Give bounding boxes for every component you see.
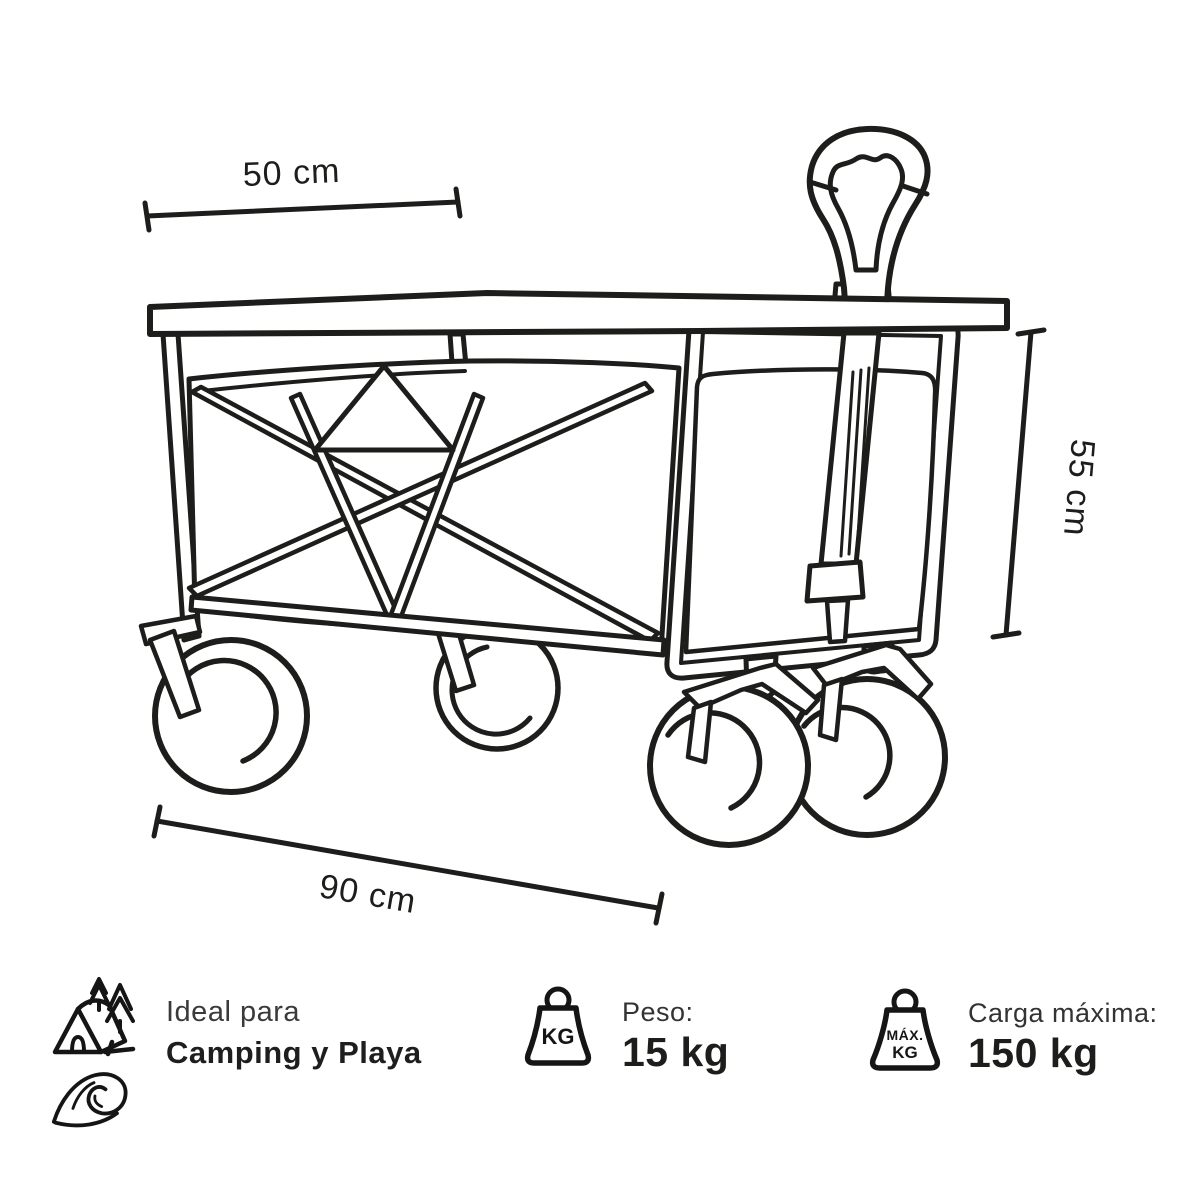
feature-max-load: MÁX. KG Carga máxima: 150 kg: [858, 988, 1158, 1078]
handle-grip-edge-right: [900, 183, 930, 197]
handle-column: [804, 330, 882, 645]
dimension-width-label: 50 cm: [242, 152, 341, 194]
dimension-width-tick-left: [142, 200, 152, 233]
dimension-height-tick-bottom: [990, 630, 1022, 640]
feature-weight: KG Peso: 15 kg: [512, 985, 729, 1073]
weight-text: Peso: 15 kg: [622, 999, 729, 1073]
weight-kg-icon: KG: [524, 986, 592, 1066]
x-strut-bl-tr: [186, 380, 655, 599]
wagon: [138, 125, 1010, 848]
front-left-caster-fork: [681, 661, 821, 716]
side-panel-rim-line: [191, 369, 467, 394]
column-detail-line-2: [847, 368, 863, 556]
rear-left-wheel-tire: [152, 637, 310, 795]
camping-tent-icon: [52, 977, 136, 1057]
rear-left-wheel-hub-arc: [177, 657, 279, 764]
handle-inner-cutout: [827, 153, 906, 273]
max-load-label: Carga máxima:: [968, 998, 1158, 1028]
usage-intro: Ideal para: [166, 996, 300, 1028]
usage-text: Ideal para Camping y Playa: [166, 996, 422, 1070]
max-load-value: 150 kg: [968, 1030, 1099, 1076]
dimension-length: 90 cm: [151, 804, 665, 926]
column-lower-shaft: [824, 597, 851, 645]
top-rail: [147, 290, 1010, 337]
dimension-height-tick-top: [1015, 327, 1047, 337]
rear-left-wheel: [138, 613, 310, 795]
front-panel: [664, 314, 961, 681]
dimension-height-label: 55 cm: [1056, 438, 1102, 538]
fold-triangle: [312, 363, 456, 453]
front-right-caster: [786, 640, 948, 838]
front-left-caster-prong: [685, 699, 714, 765]
column-detail-line-1: [839, 370, 855, 558]
front-right-caster-prong: [817, 676, 845, 743]
wave-icon: [51, 1072, 128, 1128]
max-load-badge-bottom: KG: [892, 1043, 918, 1062]
front-left-wheel-tire: [647, 684, 811, 848]
dimension-length-label: 90 cm: [317, 867, 420, 921]
max-load-icon: MÁX. KG: [869, 988, 941, 1071]
dimension-length-tick-left: [151, 804, 163, 839]
max-load-badge-top: MÁX.: [887, 1027, 924, 1043]
side-bottom-rail: [188, 594, 667, 658]
dimension-width-line: [144, 199, 461, 219]
handle-grip-edge-left: [807, 179, 839, 193]
front-panel-fabric: [683, 367, 938, 655]
max-load-text: Carga máxima: 150 kg: [968, 1000, 1158, 1074]
handle-outer: [806, 125, 931, 305]
feature-usage: Ideal para Camping y Playa: [48, 968, 422, 1130]
front-left-caster: [647, 653, 821, 848]
weight-label: Peso:: [622, 997, 694, 1027]
dimension-width-tick-right: [453, 186, 463, 219]
column-clamp: [804, 559, 866, 604]
folding-x-frame: [186, 363, 661, 644]
dimension-length-line: [154, 818, 661, 911]
x-strut-tl-br: [189, 384, 661, 644]
usage-icons: [48, 968, 140, 1130]
weight-badge-text: KG: [542, 1024, 575, 1049]
weight-value: 15 kg: [622, 1029, 730, 1075]
handle: [806, 125, 931, 310]
column-detail-line-3: [855, 366, 871, 554]
front-left-wheel-hub-arc: [665, 710, 763, 811]
dimension-height-line: [1003, 329, 1034, 638]
dimension-width: 50 cm: [142, 152, 463, 233]
dimension-length-tick-right: [653, 891, 665, 926]
rear-left-wheel-fork: [147, 628, 202, 720]
usage-value: Camping y Playa: [166, 1035, 422, 1070]
dimension-height: 55 cm: [990, 327, 1102, 640]
